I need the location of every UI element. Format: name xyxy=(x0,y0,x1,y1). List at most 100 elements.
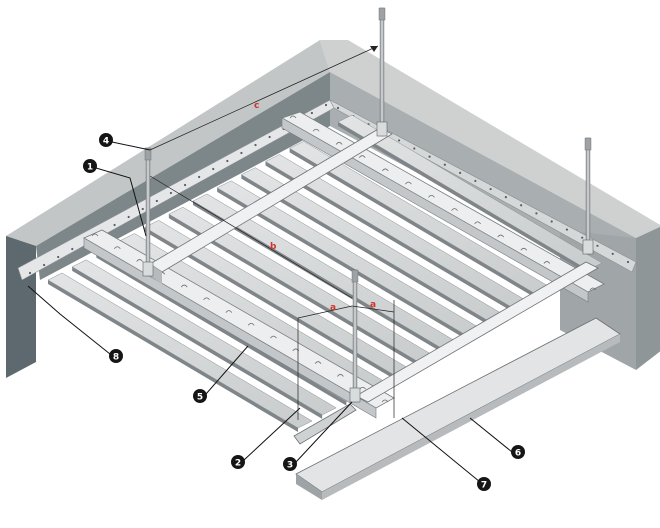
trim-hole xyxy=(474,179,477,183)
loose-panel-strip xyxy=(295,317,621,500)
ceiling-strip-edge xyxy=(217,187,468,340)
carrier-notch xyxy=(225,310,233,313)
trim-hole xyxy=(535,212,538,215)
ceiling-strip-edge xyxy=(338,122,588,274)
trim-hole xyxy=(413,147,416,150)
hanger-clip xyxy=(376,121,388,137)
dimension-label-c: c xyxy=(254,101,259,111)
carrier-notch xyxy=(358,155,366,158)
svg-text:5: 5 xyxy=(197,393,203,403)
hanger-rod xyxy=(379,7,385,137)
callout-5: 5 xyxy=(193,389,207,403)
trim-hole xyxy=(113,223,116,227)
carrier-notch xyxy=(337,374,344,377)
ceiling-strip xyxy=(47,272,313,429)
trim-hole xyxy=(169,191,173,195)
svg-text:7: 7 xyxy=(481,481,487,491)
trim-hole xyxy=(42,263,46,267)
hanger-rod xyxy=(145,147,151,277)
svg-text:8: 8 xyxy=(113,353,119,363)
trim-hole xyxy=(240,151,243,155)
trim-hole xyxy=(141,207,144,211)
svg-text:2: 2 xyxy=(235,459,241,469)
dimension-label-a: a xyxy=(370,300,376,310)
carrier-notch xyxy=(289,115,297,119)
carrier-notch xyxy=(451,208,458,211)
carrier-notch xyxy=(113,246,121,250)
ceiling-strip xyxy=(71,259,337,416)
trim-hole xyxy=(336,106,340,110)
ceiling-strip-edge xyxy=(265,161,516,314)
callout-6: 6 xyxy=(511,445,525,459)
svg-text:3: 3 xyxy=(287,461,293,471)
trim-hole xyxy=(28,271,32,275)
carrier-notch xyxy=(381,399,389,403)
rod-top-nut xyxy=(351,269,359,283)
hanger-clip xyxy=(582,239,594,255)
carrier-notch xyxy=(270,335,277,339)
left-wall-top xyxy=(6,40,330,246)
trim-hole xyxy=(268,135,271,139)
dimension-lines xyxy=(149,45,395,420)
svg-text:1: 1 xyxy=(87,163,93,173)
main-cross-bar-2 xyxy=(355,261,599,403)
trim-hole xyxy=(626,260,630,264)
ceiling-strip-edge xyxy=(289,148,540,301)
trim-hole xyxy=(183,183,187,187)
left-wall-face xyxy=(6,222,36,378)
callout-3: 3 xyxy=(283,457,297,471)
hanger-clip xyxy=(349,387,361,403)
trim-hole xyxy=(324,103,328,107)
trim-hole xyxy=(254,143,257,147)
carrier-notch xyxy=(497,234,505,238)
carrier-notch xyxy=(589,287,597,291)
right-wall-end xyxy=(636,226,660,370)
ceiling-strip-edge xyxy=(48,280,298,432)
rod-top-nut xyxy=(144,147,152,161)
trim-hole xyxy=(443,163,446,166)
carrier-rails xyxy=(83,111,605,419)
hanger-rods xyxy=(142,7,594,403)
carrier-notch xyxy=(247,322,255,326)
trim-hole xyxy=(226,159,229,163)
trim-hole xyxy=(127,215,130,219)
carrier-notch xyxy=(520,247,528,251)
carrier-notch xyxy=(428,194,435,198)
trim-hole xyxy=(428,155,431,158)
wall-structure xyxy=(6,40,660,378)
back-wall-top xyxy=(320,40,660,238)
trim-hole xyxy=(550,220,553,223)
trim-hole xyxy=(310,111,314,115)
callout-8: 8 xyxy=(109,349,123,363)
rod-top-nut xyxy=(378,7,386,21)
trim-hole xyxy=(155,199,158,203)
carrier-notch xyxy=(335,142,343,145)
carrier-notch xyxy=(180,284,188,288)
trim-hole xyxy=(198,175,201,179)
hanger-rod xyxy=(352,269,358,403)
callout-1: 1 xyxy=(83,159,97,173)
ceiling-strip-edge xyxy=(241,174,492,327)
trim-hole xyxy=(504,196,507,199)
trim-hole xyxy=(520,204,523,207)
callout-2: 2 xyxy=(231,455,245,469)
svg-text:6: 6 xyxy=(515,449,521,459)
carrier-notch xyxy=(314,361,322,364)
svg-text:4: 4 xyxy=(103,137,109,147)
carrier-notch xyxy=(203,297,210,301)
trim-hole xyxy=(71,247,74,251)
trim-hole xyxy=(611,252,614,255)
carrier-notch xyxy=(474,221,481,225)
trim-hole xyxy=(397,139,401,142)
carrier-notch xyxy=(405,181,412,185)
ceiling-strip-edge xyxy=(72,266,323,419)
rod-top-nut xyxy=(584,137,592,151)
carrier-notch xyxy=(91,233,99,237)
hanger-clip xyxy=(142,261,154,277)
trim-hole xyxy=(565,228,569,231)
dimension-label-b: b xyxy=(270,242,277,252)
ceiling-strip-edge xyxy=(193,201,443,353)
hanger-rod xyxy=(585,137,591,255)
